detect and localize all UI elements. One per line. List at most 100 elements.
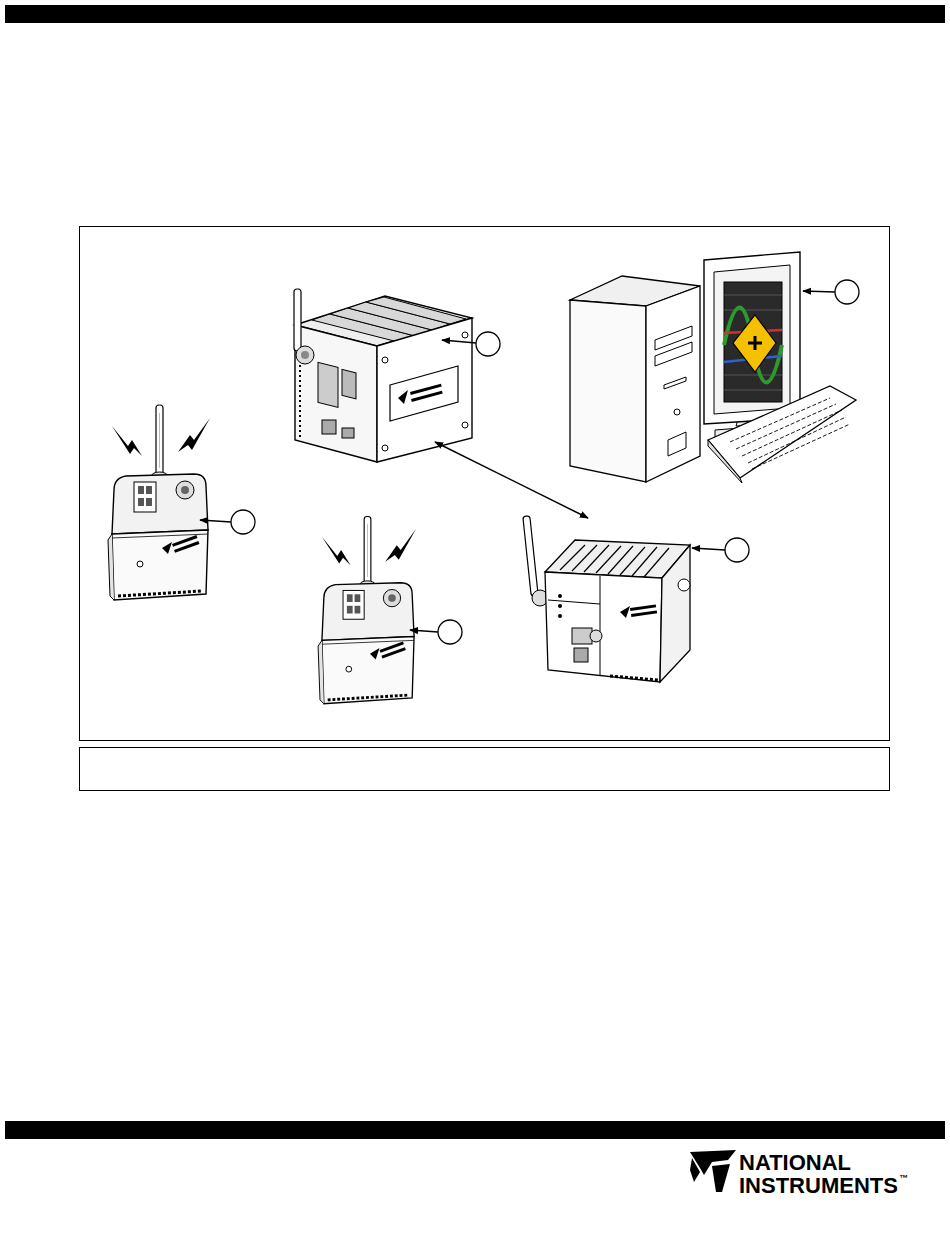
gateway-illustration: [632, 547, 657, 576]
logo-mark: [690, 1158, 700, 1182]
logo-text: INSTRUMENTS: [739, 1175, 898, 1197]
callout-marker: [442, 332, 500, 356]
callout-marker: [803, 291, 835, 292]
computer-illustration: [748, 336, 762, 350]
computer-illustration: [724, 282, 782, 402]
gateway-illustration: [631, 610, 657, 617]
trademark-mark: ™: [899, 1174, 908, 1183]
computer-illustration: [752, 424, 850, 469]
gateway-illustration: [608, 546, 633, 574]
computer-illustration: [655, 342, 692, 366]
wireless-node-illustration: [318, 517, 416, 704]
gateway-illustration: [620, 547, 645, 575]
callout-marker: [442, 340, 476, 343]
callout-marker: [803, 280, 859, 304]
gateway-illustration: [610, 676, 658, 680]
wireless-node-illustration: [318, 517, 416, 704]
callout-marker: [438, 620, 462, 644]
callout-marker: [200, 510, 255, 534]
gateway-illustration: [620, 606, 630, 618]
gateway-illustration: [560, 545, 669, 577]
callout-marker: [692, 538, 749, 562]
callout-marker: [410, 630, 438, 632]
gateway-illustration: [572, 628, 592, 644]
wireless-node-illustration: [108, 405, 210, 600]
controller-illustration: [295, 325, 377, 462]
computer-illustration: [724, 390, 782, 391]
computer-illustration: [730, 398, 850, 469]
callout-marker: [476, 332, 500, 356]
callout-marker: [692, 548, 725, 550]
controller-illustration: [296, 346, 314, 364]
logo-text: NATIONAL: [739, 1152, 851, 1174]
gateway-illustration: [548, 576, 600, 676]
controller-illustration: [462, 332, 468, 338]
controller-illustration: [377, 318, 472, 462]
computer-illustration: [748, 417, 846, 463]
gateway-illustration: [630, 604, 656, 611]
controller-illustration: [322, 420, 336, 434]
gateway-illustration: [596, 546, 621, 573]
gateway-illustration: [590, 630, 602, 642]
computer-illustration: [742, 410, 842, 456]
controller-illustration: [299, 360, 301, 438]
computer-illustration: [724, 295, 782, 390]
controller-illustration: [411, 391, 443, 402]
caption-frame: [80, 748, 890, 791]
controller-illustration: [294, 289, 301, 351]
gateway-illustration: [523, 516, 690, 682]
computer-illustration: [668, 432, 686, 456]
controller-illustration: [382, 357, 388, 363]
controller-illustration: [318, 362, 338, 407]
controller-illustration: [398, 390, 408, 404]
logo-mark: [690, 1150, 736, 1192]
gateway-illustration: [572, 545, 597, 571]
gateway-illustration: [560, 545, 585, 570]
computer-illustration: [708, 440, 742, 483]
computer-illustration: [570, 252, 856, 483]
gateway-illustration: [558, 604, 562, 608]
computer-illustration: [704, 252, 800, 424]
controller-illustration: [294, 289, 472, 462]
computer-illustration: [736, 404, 836, 449]
gateway-illustration: [574, 648, 588, 662]
callout-marker: [725, 538, 749, 562]
logo-mark: [712, 1164, 730, 1192]
callout-marker: [200, 520, 231, 522]
computer-illustration: [724, 310, 782, 311]
computer-illustration: [714, 265, 790, 414]
computer-illustration: [674, 409, 680, 415]
gateway-illustration: [558, 594, 562, 598]
link-arrow: [435, 442, 588, 518]
gateway-illustration: [584, 545, 609, 572]
callout-marker: [231, 510, 255, 534]
computer-illustration: [733, 315, 776, 372]
wireless-node-illustration: [108, 405, 210, 600]
computer-illustration: [570, 300, 646, 482]
controller-illustration: [366, 297, 466, 324]
header-bar: [5, 5, 945, 23]
controller-illustration: [462, 422, 468, 428]
controller-illustration: [390, 366, 458, 421]
controller-illustration: [301, 351, 309, 359]
computer-illustration: [646, 286, 700, 482]
controller-illustration: [342, 428, 354, 438]
controller-illustration: [382, 445, 388, 451]
computer-illustration: [708, 386, 856, 478]
gateway-illustration: [644, 548, 669, 577]
computer-illustration: [730, 398, 830, 442]
computer-illustration: [664, 377, 686, 389]
gateway-illustration: [523, 516, 538, 596]
callout-marker: [410, 620, 462, 644]
figure-frame: [80, 227, 890, 741]
gateway-illustration: [678, 579, 690, 591]
footer-bar: [5, 1121, 945, 1139]
gateway-illustration: [558, 614, 562, 618]
gateway-illustration: [545, 572, 662, 682]
computer-illustration: [724, 308, 782, 383]
callout-marker: [835, 280, 859, 304]
controller-illustration: [342, 369, 356, 398]
computer-illustration: [724, 295, 782, 296]
